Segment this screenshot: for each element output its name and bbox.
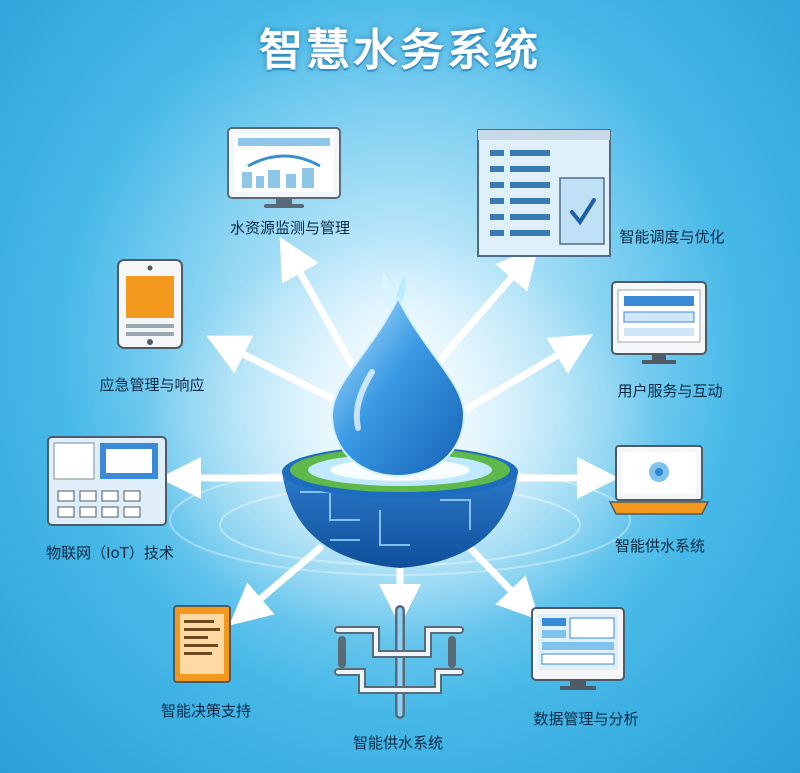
- label-decision: 智能决策支持: [160, 702, 252, 720]
- tablet-icon: [117, 259, 183, 349]
- arrow-decision: [229, 544, 324, 626]
- arrow-user-service: [461, 334, 594, 414]
- dashboard-icon: [531, 607, 625, 690]
- label-user-service: 用户服务与互动: [617, 382, 723, 400]
- control-panel-icon: [47, 436, 167, 526]
- label-water-resource: 水资源监测与管理: [229, 219, 351, 237]
- pipe-network-icon: [334, 605, 464, 719]
- arrow-dispatch: [436, 246, 539, 364]
- water-drop-icon: [330, 295, 466, 478]
- label-dispatch: 智能调度与优化: [619, 228, 725, 246]
- laptop-icon: [608, 445, 710, 515]
- label-data: 数据管理与分析: [533, 710, 639, 728]
- monitor-icon: [227, 127, 341, 208]
- arrow-data: [466, 544, 540, 621]
- label-supply-right: 智能供水系统: [614, 537, 706, 555]
- arrow-water-resource: [279, 236, 359, 374]
- label-supply-bottom: 智能供水系统: [352, 734, 444, 752]
- label-emergency: 应急管理与响应: [99, 376, 205, 394]
- document-icon: [173, 605, 231, 683]
- arrow-group: [159, 236, 619, 626]
- arrow-emergency: [206, 335, 339, 404]
- label-iot: 物联网（IoT）技术: [46, 544, 174, 562]
- sprout-leaf-left: [382, 272, 393, 312]
- page-title: 智慧水务系统: [259, 25, 541, 76]
- dispatch-window-icon: [477, 129, 611, 257]
- desktop-icon: [611, 281, 707, 364]
